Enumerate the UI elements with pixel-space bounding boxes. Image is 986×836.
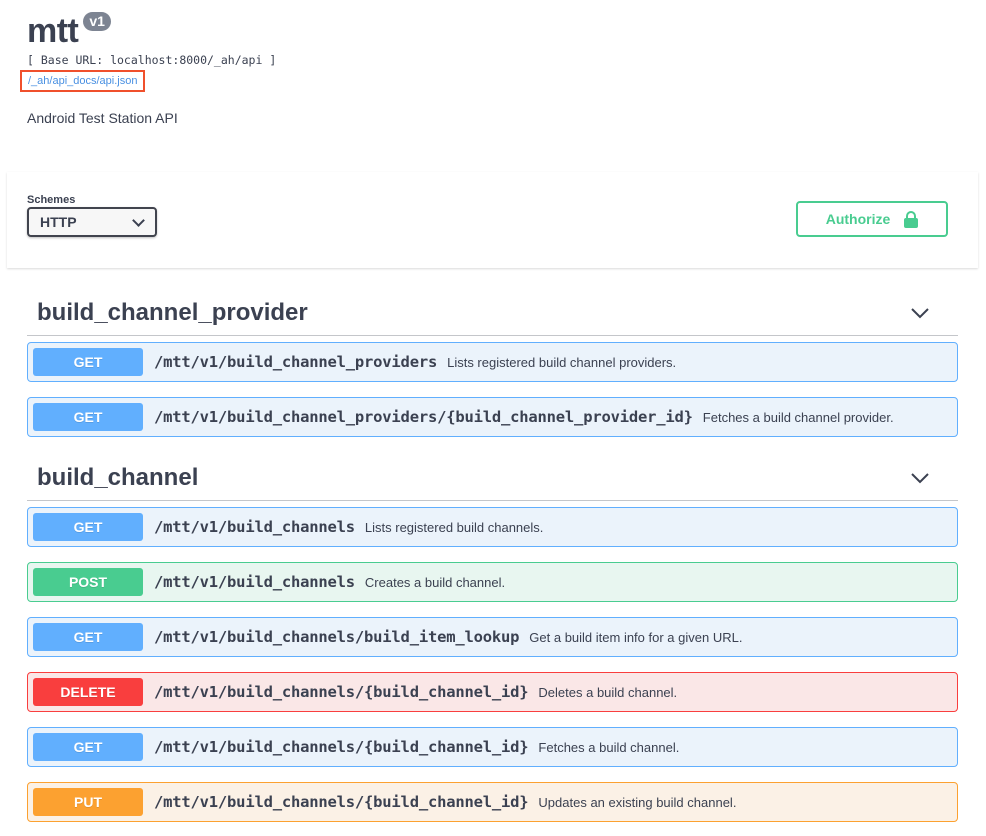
operation-path: /mtt/v1/build_channels/{build_channel_id…: [154, 793, 528, 811]
operation-row[interactable]: GET /mtt/v1/build_channels/{build_channe…: [27, 727, 958, 767]
chevron-down-icon: [910, 472, 930, 484]
section-header-build-channel-provider[interactable]: build_channel_provider: [27, 290, 958, 336]
operation-row[interactable]: GET /mtt/v1/build_channels Lists registe…: [27, 507, 958, 547]
operation-path: /mtt/v1/build_channels/{build_channel_id…: [154, 683, 528, 701]
operation-summary: Lists registered build channels.: [365, 520, 544, 535]
section-title: build_channel_provider: [37, 299, 308, 327]
operation-row[interactable]: GET /mtt/v1/build_channel_providers/{bui…: [27, 397, 958, 437]
operation-row[interactable]: GET /mtt/v1/build_channel_providers List…: [27, 342, 958, 382]
scheme-container: Schemes HTTP Authorize: [7, 172, 978, 268]
operation-summary: Fetches a build channel provider.: [703, 410, 894, 425]
operation-row[interactable]: PUT /mtt/v1/build_channels/{build_channe…: [27, 782, 958, 822]
api-info: mtt v1 [ Base URL: localhost:8000/_ah/ap…: [27, 8, 276, 126]
method-badge: GET: [33, 513, 143, 541]
operation-row[interactable]: DELETE /mtt/v1/build_channels/{build_cha…: [27, 672, 958, 712]
version-badge: v1: [83, 12, 111, 31]
schemes-label: Schemes: [27, 194, 75, 206]
operation-path: /mtt/v1/build_channel_providers: [154, 353, 437, 371]
method-badge: DELETE: [33, 678, 143, 706]
method-badge: PUT: [33, 788, 143, 816]
method-badge: GET: [33, 403, 143, 431]
authorize-button[interactable]: Authorize: [796, 201, 948, 237]
operation-summary: Fetches a build channel.: [538, 740, 679, 755]
api-spec-link[interactable]: /_ah/api_docs/api.json: [20, 70, 145, 92]
operation-summary: Deletes a build channel.: [538, 685, 677, 700]
operation-row[interactable]: POST /mtt/v1/build_channels Creates a bu…: [27, 562, 958, 602]
operation-path: /mtt/v1/build_channels/build_item_lookup: [154, 628, 519, 646]
operation-summary: Lists registered build channel providers…: [447, 355, 676, 370]
api-title: mtt: [27, 8, 78, 54]
section-header-build-channel[interactable]: build_channel: [27, 455, 958, 501]
chevron-down-icon: [132, 214, 145, 227]
operation-path: /mtt/v1/build_channels: [154, 518, 355, 536]
operation-summary: Get a build item info for a given URL.: [529, 630, 742, 645]
method-badge: GET: [33, 733, 143, 761]
api-description: Android Test Station API: [27, 110, 276, 126]
section-title: build_channel: [37, 464, 198, 492]
operation-path: /mtt/v1/build_channels/{build_channel_id…: [154, 738, 528, 756]
schemes-selected-value: HTTP: [40, 214, 77, 230]
operation-summary: Creates a build channel.: [365, 575, 505, 590]
operation-path: /mtt/v1/build_channels: [154, 573, 355, 591]
operation-summary: Updates an existing build channel.: [538, 795, 736, 810]
lock-icon: [904, 211, 918, 227]
authorize-label: Authorize: [826, 211, 891, 227]
base-url: [ Base URL: localhost:8000/_ah/api ]: [27, 53, 276, 67]
method-badge: GET: [33, 348, 143, 376]
operation-row[interactable]: GET /mtt/v1/build_channels/build_item_lo…: [27, 617, 958, 657]
operation-path: /mtt/v1/build_channel_providers/{build_c…: [154, 408, 693, 426]
method-badge: GET: [33, 623, 143, 651]
schemes-select[interactable]: HTTP: [27, 207, 157, 237]
chevron-down-icon: [910, 307, 930, 319]
method-badge: POST: [33, 568, 143, 596]
